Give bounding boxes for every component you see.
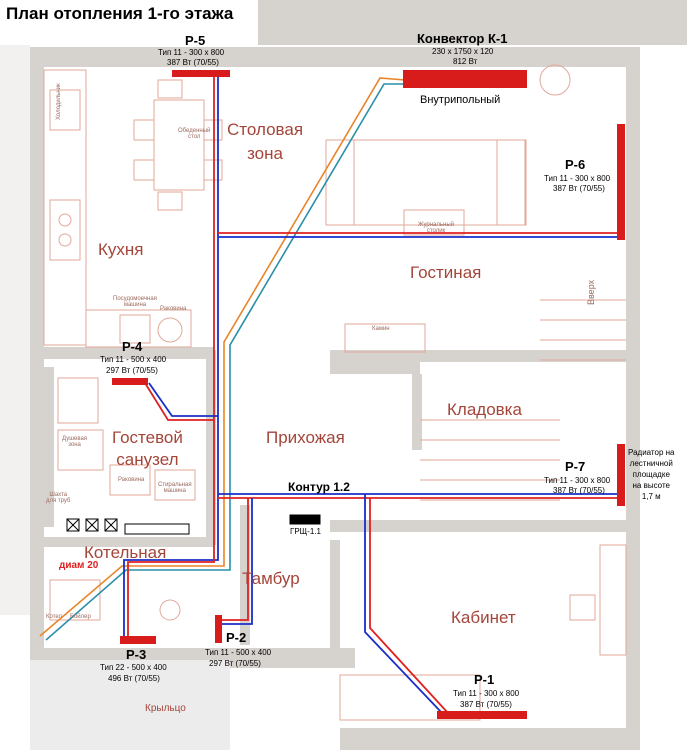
label-fireplace: Камин [372,326,390,332]
r5-spec: Тип 11 - 300 х 800 [158,48,225,57]
radiator-r3 [120,636,156,644]
label-stairs-up: Вверх [586,279,596,305]
r5-name: Р-5 [185,33,206,48]
room-boiler: Котельная [84,543,167,562]
label-fridge: Холодильник [56,83,62,120]
convector-k1 [403,70,527,88]
r7-spec: Тип 11 - 300 х 800 [544,476,611,485]
label-sink-wc: Раковина [118,477,145,483]
room-living: Гостиная [410,263,482,282]
k1-name: Конвектор К-1 [417,31,508,46]
room-pantry: Кладовка [447,400,522,419]
label-sink: Раковина [160,306,187,312]
radiator-r5 [172,70,230,77]
r3-spec: Тип 22 - 500 х 400 [100,663,167,672]
radiator-r2 [215,615,222,643]
room-study: Кабинет [451,608,516,627]
label-shower: Душевая зона [62,436,88,448]
room-porch: Крыльцо [145,703,186,714]
label-coffee-table: Журнальный столик [418,222,454,234]
label-dishwasher: Посудомоечная машина [113,296,157,308]
k1-spec: 230 х 1750 х 120 [432,47,494,56]
r1-spec: Тип 11 - 300 х 800 [453,689,520,698]
room-vestibule: Тамбур [242,569,300,588]
r4-power: 297 Вт (70/55) [106,366,158,375]
radiator-bars [112,70,625,719]
r7-power: 387 Вт (70/55) [553,486,605,495]
room-hall: Прихожая [266,428,345,447]
room-dining: Столовая зона [227,120,304,163]
r6-name: Р-6 [565,157,586,172]
r6-power: 387 Вт (70/55) [553,184,605,193]
r6-spec: Тип 11 - 300 х 800 [544,174,611,183]
page-title: План отопления 1-го этажа [6,4,234,23]
k1-note: Внутрипольный [420,94,501,106]
label-dining-table: Обеденный стол [178,128,211,140]
r3-name: Р-3 [126,647,147,662]
r2-spec: Тип 11 - 500 х 400 [205,648,272,657]
room-guest-wc: Гостевой санузел [112,428,183,469]
circuit-label: Контур 1.2 [288,480,350,494]
radiator-r1 [437,711,527,719]
k1-power: 812 Вт [453,57,478,66]
r3-power: 496 Вт (70/55) [108,674,160,683]
r1-name: Р-1 [474,672,495,687]
pipe-diameter-label: диам 20 [59,560,99,571]
r5-power: 387 Вт (70/55) [167,58,219,67]
radiator-r6 [617,124,625,240]
radiator-pipes [123,76,620,714]
r1-power: 387 Вт (70/55) [460,700,512,709]
label-pipe-shaft: Шахта для труб [46,492,71,504]
radiator-r7 [617,444,625,506]
furniture-outlines [43,64,627,721]
label-boiler: Бойлер [70,614,91,620]
convector-pipes [39,77,406,641]
r4-name: Р-4 [122,339,143,354]
radiator-r4 [112,378,148,385]
manifold-label: ГРЩ-1.1 [290,527,321,536]
label-washer: Стиральная машина [158,482,192,494]
r7-name: Р-7 [565,459,586,474]
room-kitchen: Кухня [98,240,144,259]
r2-power: 297 Вт (70/55) [209,659,261,668]
r7-note: Радиатор на лестничной площадке на высот… [628,448,675,501]
r2-name: Р-2 [226,630,247,645]
valve-boxes [66,514,321,532]
label-boiler-short: Котел [46,614,63,620]
r4-spec: Тип 11 - 500 х 400 [100,355,167,364]
